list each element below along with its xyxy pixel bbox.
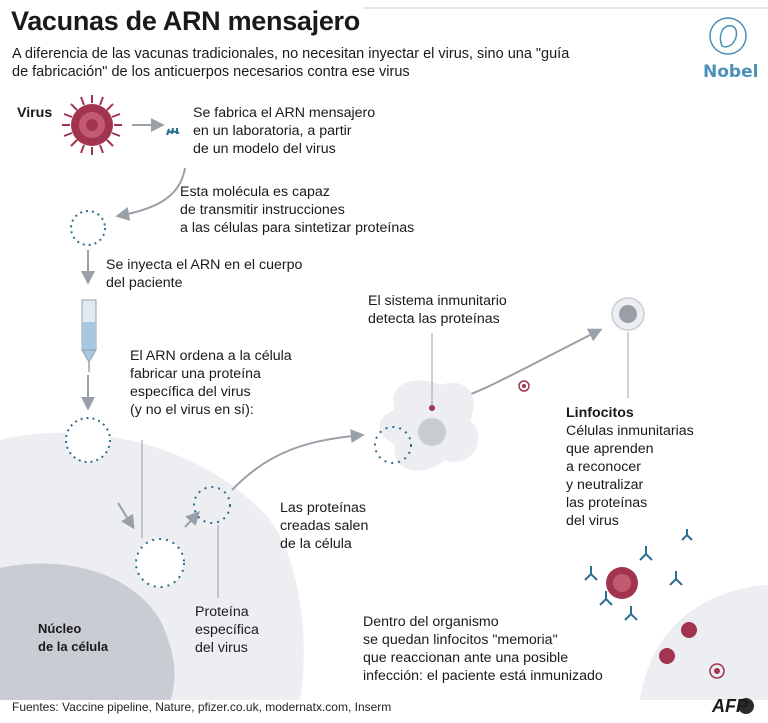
page-subtitle: A diferencia de las vacunas tradicionale…	[12, 46, 570, 80]
afp-logo-icon	[738, 698, 754, 714]
mrna-molecule	[70, 210, 106, 246]
antibodies	[584, 529, 693, 621]
cell-nucleus	[0, 563, 175, 700]
syringe	[81, 299, 97, 372]
protein-circle	[193, 486, 231, 524]
nobel-medal-icon	[709, 17, 747, 55]
virus-particle	[62, 95, 122, 155]
page-title: Vacunas de ARN mensajero	[11, 6, 360, 36]
lymphocytes-title: Linfocitos	[566, 405, 634, 421]
virus-label: Virus	[17, 105, 53, 121]
sources-footer: Fuentes: Vaccine pipeline, Nature, pfize…	[12, 700, 392, 714]
afp-label: AFP	[712, 696, 748, 716]
ribosome-circle	[135, 538, 185, 588]
nobel-label: Nobel	[703, 62, 759, 82]
rna-vesicle	[65, 417, 111, 463]
organism-area	[640, 585, 768, 700]
mrna-strand	[166, 127, 180, 136]
